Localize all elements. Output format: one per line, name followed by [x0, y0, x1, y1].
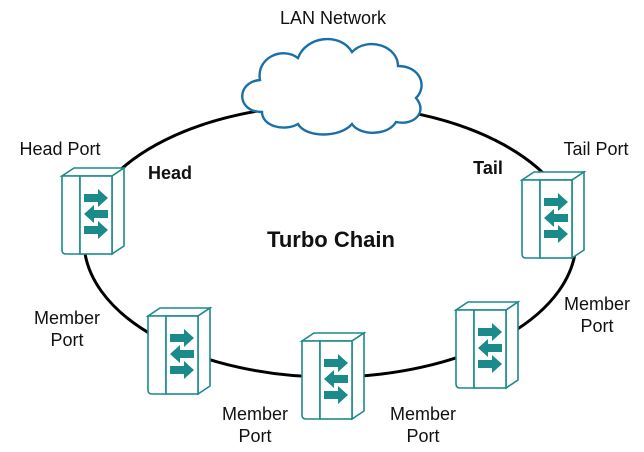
member-label-line2: Port — [406, 426, 440, 446]
center-label: Turbo Chain — [267, 227, 395, 252]
member-port-label: Member Port — [552, 293, 642, 337]
member-port-label: Member Port — [210, 403, 300, 447]
member-label-line2: Port — [580, 316, 614, 336]
member-port-label: Member Port — [378, 403, 468, 447]
member-label-line1: Member — [33, 308, 100, 328]
switch-icon — [301, 332, 365, 420]
head-role-label: Head — [147, 163, 192, 183]
cloud-icon — [241, 37, 423, 136]
switch-icon — [521, 171, 585, 259]
switch-icon — [61, 167, 125, 255]
switch-icon — [147, 307, 211, 395]
switch-icon — [455, 301, 519, 389]
head-port-label: Head Port — [19, 139, 101, 159]
member-port-label: Member Port — [22, 307, 112, 351]
member-label-line1: Member — [221, 404, 288, 424]
member-label-line2: Port — [238, 426, 272, 446]
tail-port-label: Tail Port — [563, 139, 629, 159]
member-label-line1: Member — [389, 404, 456, 424]
member-label-line1: Member — [563, 294, 630, 314]
member-label-line2: Port — [50, 330, 84, 350]
tail-role-label: Tail — [473, 158, 503, 178]
cloud-label: LAN Network — [279, 8, 387, 28]
